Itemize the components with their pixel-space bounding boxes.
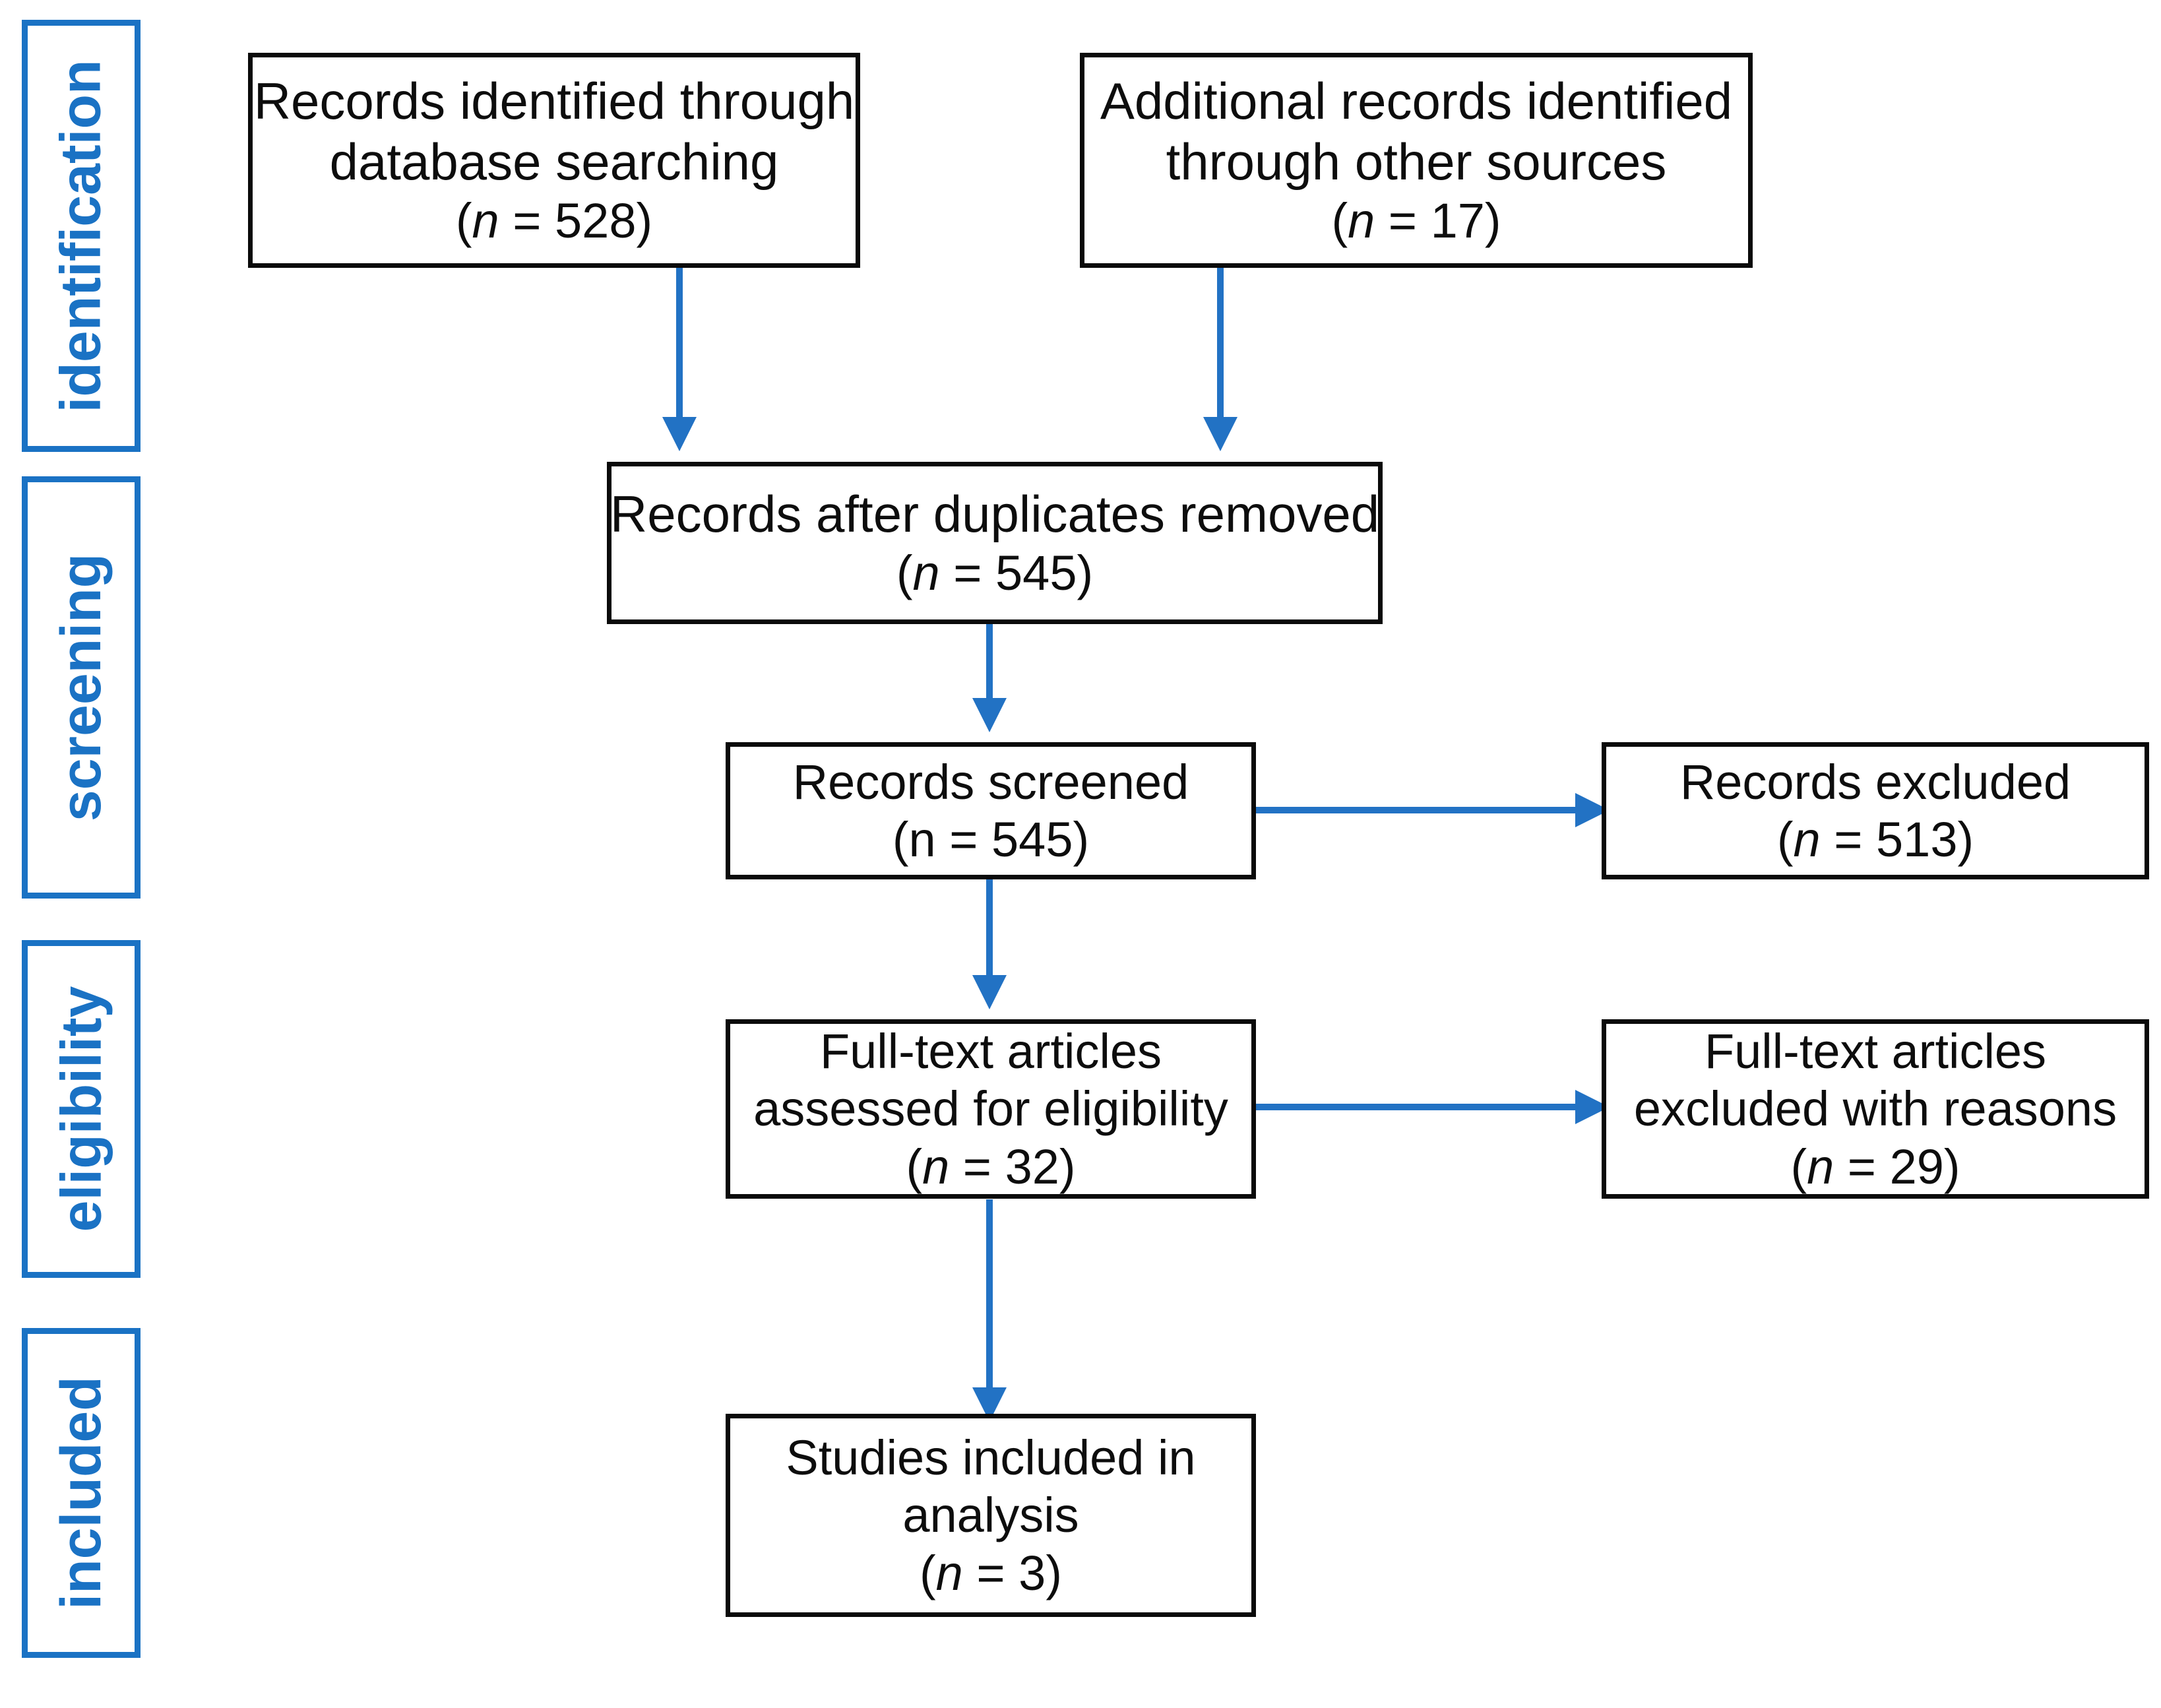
stage-label-screening: screening — [22, 476, 141, 899]
box-records-excluded-line1: Records excluded — [1679, 754, 2071, 809]
n-value: 545 — [991, 812, 1073, 867]
box-studies-included-line1: Studies included in — [786, 1430, 1196, 1486]
paren-close: ) — [1957, 812, 1974, 867]
equals: = — [949, 1139, 1005, 1194]
paren-close: ) — [1943, 1139, 1960, 1194]
box-additional-records-line2: through other sources — [1166, 133, 1667, 191]
n-value: 528 — [555, 193, 637, 249]
stage-label-included: included — [22, 1328, 141, 1658]
stage-label-eligibility: eligibility — [22, 940, 141, 1278]
stage-label-eligibility-text: eligibility — [49, 986, 113, 1232]
box-fulltext-assessed-count: (n = 32) — [906, 1138, 1075, 1195]
stage-label-identification: identification — [22, 20, 141, 452]
box-studies-included-line2: analysis — [902, 1488, 1079, 1543]
box-records-excluded-count: (n = 513) — [1777, 811, 1974, 868]
stage-label-screening-text: screening — [49, 553, 113, 822]
stage-label-identification-text: identification — [49, 59, 113, 413]
box-additional-records-line1: Additional records identified — [1100, 72, 1733, 131]
box-fulltext-excluded: Full-text articles excluded with reasons… — [1602, 1019, 2149, 1199]
box-records-identified: Records identified through database sear… — [248, 53, 860, 268]
equals: = — [939, 546, 996, 601]
paren-close: ) — [1077, 546, 1094, 601]
equals: = — [1834, 1139, 1890, 1194]
box-studies-included-count: (n = 3) — [920, 1544, 1062, 1602]
n-symbol: n — [922, 1139, 950, 1194]
box-fulltext-excluded-count: (n = 29) — [1790, 1138, 1960, 1195]
n-symbol: n — [1807, 1139, 1834, 1194]
stage-label-included-text: included — [49, 1376, 113, 1610]
box-fulltext-assessed-line2: assessed for eligibility — [753, 1081, 1228, 1137]
n-symbol: n — [1348, 193, 1375, 249]
box-duplicates-removed-line1: Records after duplicates removed — [610, 485, 1380, 544]
paren-open: ( — [1331, 193, 1348, 249]
n-symbol: n — [908, 812, 936, 867]
box-records-identified-line2: database searching — [329, 133, 779, 191]
box-duplicates-removed-count: (n = 545) — [896, 544, 1093, 602]
box-records-identified-line1: Records identified through — [253, 72, 855, 131]
box-additional-records: Additional records identified through ot… — [1080, 53, 1753, 268]
paren-open: ( — [1790, 1139, 1807, 1194]
box-fulltext-assessed-line1: Full-text articles — [819, 1024, 1162, 1079]
paren-open: ( — [455, 193, 472, 249]
n-value: 513 — [1876, 812, 1958, 867]
n-value: 17 — [1430, 193, 1485, 249]
paren-close: ) — [1046, 1545, 1062, 1600]
equals: = — [935, 812, 992, 867]
box-fulltext-assessed: Full-text articles assessed for eligibil… — [726, 1019, 1256, 1199]
paren-close: ) — [1059, 1139, 1076, 1194]
paren-close: ) — [1484, 193, 1501, 249]
box-records-screened-count: (n = 545) — [893, 811, 1089, 868]
box-studies-included: Studies included in analysis (n = 3) — [726, 1414, 1256, 1617]
paren-open: ( — [1776, 812, 1794, 867]
n-symbol: n — [1793, 812, 1821, 867]
paren-open: ( — [920, 1545, 936, 1600]
paren-open: ( — [896, 546, 913, 601]
equals: = — [1820, 812, 1877, 867]
box-records-identified-count: (n = 528) — [456, 192, 652, 249]
box-additional-records-count: (n = 17) — [1331, 192, 1501, 249]
box-duplicates-removed: Records after duplicates removed (n = 54… — [607, 462, 1383, 624]
box-fulltext-excluded-line1: Full-text articles — [1704, 1024, 2047, 1079]
paren-close: ) — [1073, 812, 1090, 867]
equals: = — [962, 1545, 1019, 1600]
n-value: 32 — [1005, 1139, 1059, 1194]
n-value: 29 — [1889, 1139, 1944, 1194]
box-records-screened-line1: Records screened — [792, 754, 1189, 809]
equals: = — [1375, 193, 1431, 249]
n-symbol: n — [935, 1545, 963, 1600]
n-value: 545 — [995, 546, 1077, 601]
n-symbol: n — [912, 546, 940, 601]
paren-close: ) — [636, 193, 653, 249]
n-value: 3 — [1018, 1545, 1046, 1600]
paren-open: ( — [906, 1139, 923, 1194]
box-records-screened: Records screened (n = 545) — [726, 742, 1256, 879]
n-symbol: n — [472, 193, 499, 249]
box-fulltext-excluded-line2: excluded with reasons — [1633, 1081, 2117, 1137]
paren-open: ( — [892, 812, 909, 867]
equals: = — [499, 193, 555, 249]
box-records-excluded: Records excluded (n = 513) — [1602, 742, 2149, 879]
